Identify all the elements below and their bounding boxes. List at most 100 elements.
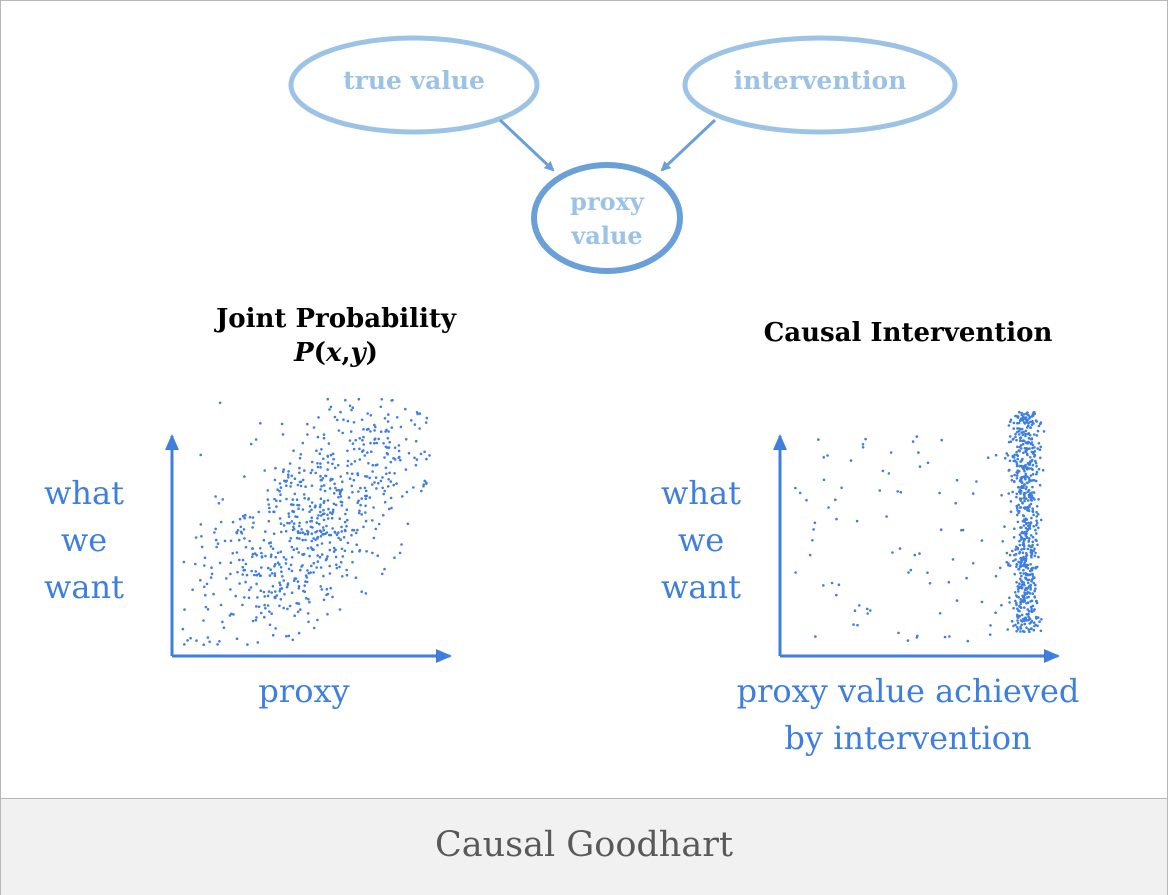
- left-data-point: [374, 425, 377, 429]
- left-data-point: [312, 426, 316, 429]
- left-data-point: [413, 456, 416, 460]
- right-data-point: [1022, 582, 1025, 586]
- left-data-point: [335, 533, 339, 536]
- left-data-point: [342, 418, 345, 422]
- left-data-point: [350, 533, 353, 537]
- left-data-point: [310, 532, 314, 535]
- left-data-point: [216, 542, 220, 545]
- right-data-point: [866, 607, 869, 611]
- left-data-point: [238, 517, 242, 521]
- right-data-point: [1018, 533, 1022, 536]
- left-data-point: [369, 441, 372, 445]
- left-data-point: [305, 520, 309, 524]
- left-data-point: [335, 563, 338, 566]
- left-data-point: [382, 492, 386, 496]
- right-data-point: [1031, 509, 1034, 513]
- left-data-point: [278, 563, 281, 566]
- left-data-point: [244, 513, 247, 517]
- right-data-point: [1022, 475, 1026, 479]
- right-data-point: [947, 580, 951, 584]
- left-data-point: [264, 606, 267, 610]
- right-data-point: [897, 631, 900, 635]
- right-data-point: [1019, 630, 1022, 633]
- right-data-point: [1008, 564, 1012, 567]
- right-data-point: [1014, 599, 1017, 603]
- left-data-point: [370, 450, 373, 454]
- right-data-point: [1030, 607, 1033, 611]
- edge-true-to-proxy: [498, 118, 555, 172]
- left-data-point: [203, 556, 207, 560]
- left-data-point: [268, 574, 272, 577]
- left-data-point: [300, 528, 303, 531]
- right-data-point: [1023, 499, 1026, 503]
- left-title-open: (: [313, 338, 326, 368]
- left-data-point: [310, 539, 314, 543]
- left-data-point: [326, 612, 329, 616]
- left-data-point: [337, 536, 340, 540]
- left-data-point: [301, 531, 305, 534]
- right-data-point: [1015, 464, 1019, 468]
- right-data-point: [1019, 619, 1023, 622]
- left-data-point: [301, 441, 305, 445]
- node-label-proxy-line2: value: [571, 221, 643, 250]
- right-data-point: [915, 435, 919, 438]
- left-data-point: [413, 423, 417, 426]
- right-data-point: [1008, 596, 1011, 600]
- left-data-point: [234, 594, 237, 598]
- left-panel-title: Joint Probability P(x,y): [186, 302, 486, 370]
- left-data-point: [405, 490, 409, 494]
- right-data-point: [811, 539, 814, 542]
- right-data-point: [1028, 591, 1031, 595]
- left-data-point: [420, 489, 423, 493]
- left-data-point: [297, 524, 301, 528]
- left-data-point: [364, 519, 368, 523]
- right-data-point: [1023, 591, 1026, 594]
- right-data-point: [1003, 456, 1007, 460]
- left-data-point: [339, 538, 343, 541]
- left-data-point: [308, 554, 311, 558]
- left-data-point: [273, 478, 277, 482]
- right-data-point: [1022, 597, 1026, 601]
- left-data-point: [263, 615, 266, 619]
- right-data-point: [1029, 545, 1033, 549]
- left-data-point: [256, 641, 260, 644]
- right-data-point: [1033, 410, 1036, 414]
- right-data-point: [1031, 535, 1035, 539]
- right-data-point: [907, 571, 910, 574]
- left-data-point: [423, 450, 426, 454]
- left-data-point: [253, 552, 257, 555]
- right-data-point: [1024, 463, 1027, 467]
- left-data-point: [290, 569, 294, 573]
- right-data-point: [1032, 496, 1035, 500]
- left-data-point: [236, 570, 239, 574]
- left-data-point: [306, 547, 310, 550]
- left-data-point: [321, 526, 325, 529]
- left-data-point: [214, 538, 218, 542]
- left-data-point: [371, 470, 374, 473]
- left-data-point: [331, 462, 334, 466]
- left-data-point: [246, 643, 249, 646]
- left-data-point: [272, 532, 276, 535]
- left-data-point: [319, 488, 322, 491]
- right-data-point: [855, 519, 859, 523]
- left-data-point: [251, 619, 255, 623]
- left-data-point: [287, 476, 290, 479]
- left-data-point: [299, 484, 303, 488]
- left-data-point: [253, 573, 256, 577]
- left-data-point: [289, 503, 293, 506]
- right-data-point: [1034, 583, 1037, 587]
- left-data-point: [351, 406, 355, 410]
- left-data-point: [235, 551, 239, 554]
- left-data-point: [331, 452, 335, 456]
- left-data-point: [314, 538, 317, 542]
- left-data-point: [387, 478, 391, 481]
- left-data-point: [362, 435, 365, 439]
- right-data-point: [1013, 527, 1016, 530]
- right-data-point: [1032, 581, 1036, 585]
- right-data-point: [1027, 628, 1030, 631]
- right-data-point: [1024, 487, 1028, 491]
- left-data-point: [379, 479, 383, 483]
- right-data-point: [1022, 465, 1025, 469]
- left-data-point: [346, 464, 349, 468]
- left-data-point: [276, 488, 279, 492]
